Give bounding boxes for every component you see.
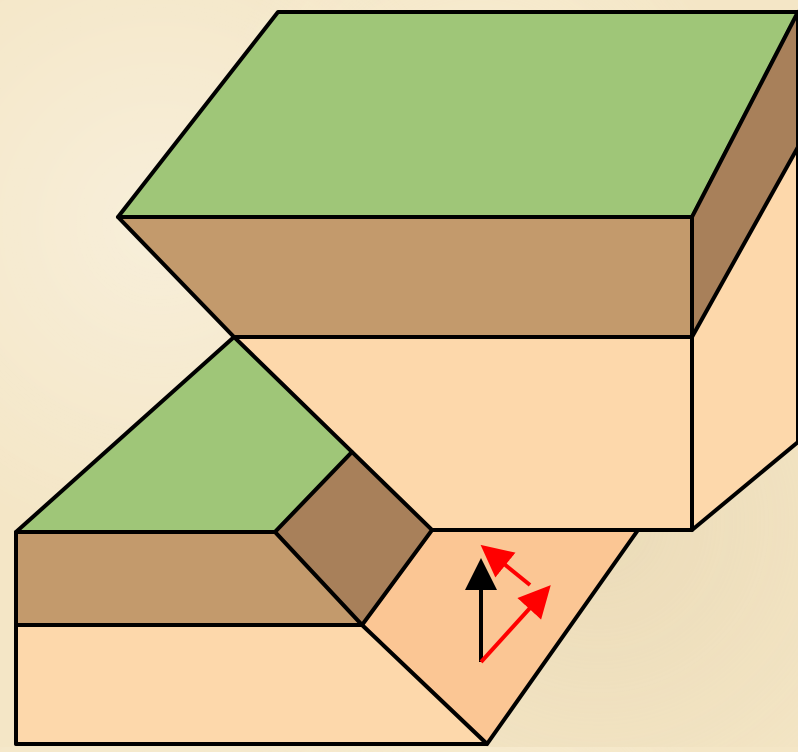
upthrown-block-top-surface <box>116 10 798 219</box>
slip-arrows <box>465 544 551 664</box>
strike-slip-arrow <box>480 544 532 587</box>
dip-slip-arrow <box>479 585 551 664</box>
downthrown-block-lower-layer-front <box>14 623 489 746</box>
upthrown-block-side-upper-layer <box>690 10 798 339</box>
upthrown-block-upper-layer-front <box>116 215 694 339</box>
downthrown-block <box>14 335 640 746</box>
upthrown-block <box>116 10 798 532</box>
